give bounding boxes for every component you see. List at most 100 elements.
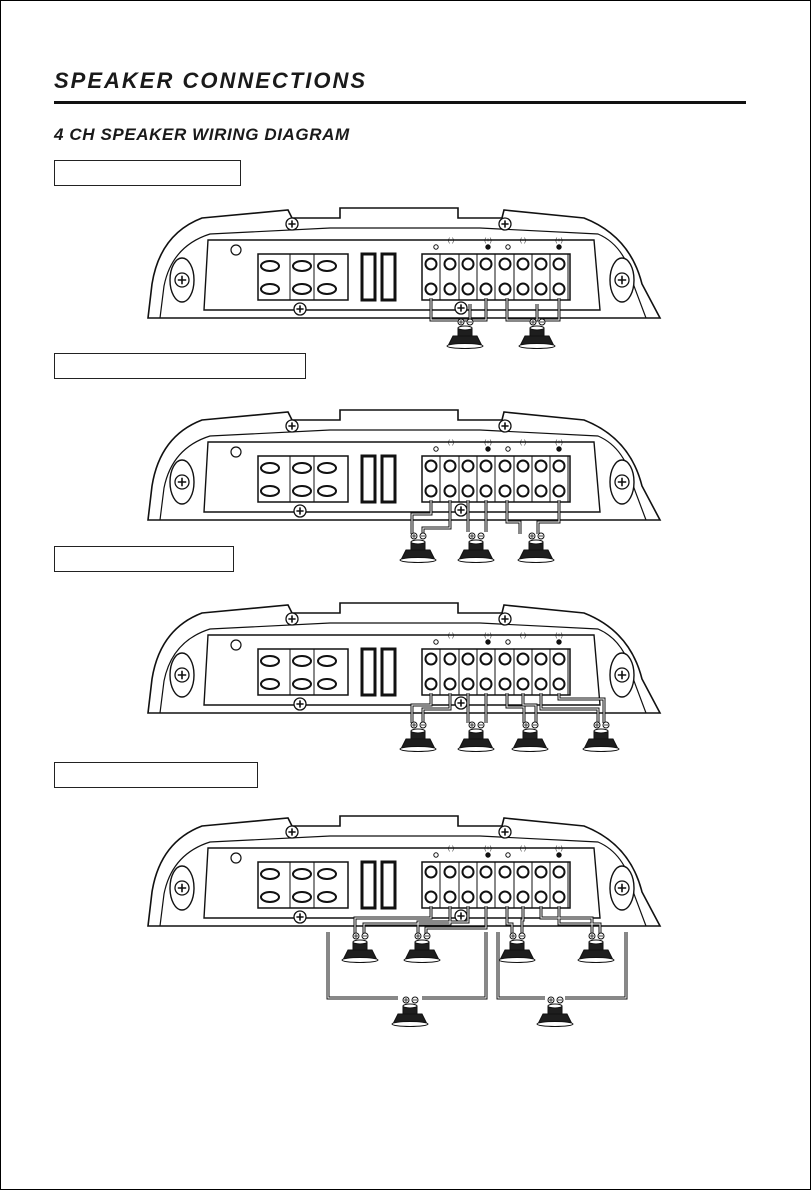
polarity-dot xyxy=(433,639,439,645)
plus-sign xyxy=(354,934,358,938)
plus-sign xyxy=(412,534,416,538)
terminal-polarity-label: (+) xyxy=(555,633,563,639)
speaker-terminal-screw xyxy=(479,282,493,296)
speaker-icon xyxy=(536,996,574,1027)
polarity-dot xyxy=(485,446,491,452)
power-terminal-screw xyxy=(292,655,312,667)
speaker-icon xyxy=(511,721,549,752)
power-terminal-screw xyxy=(317,462,337,474)
speaker-terminal-screw xyxy=(461,484,475,498)
speaker-terminal-screw xyxy=(424,459,438,473)
wiring-diagram-4: (-)(+)(-)(+) xyxy=(140,808,680,1043)
terminal-polarity-label: (+) xyxy=(555,846,563,852)
speaker-icon xyxy=(341,932,379,963)
fuse-icon xyxy=(380,252,397,302)
terminal-polarity-label: (-) xyxy=(520,238,526,244)
polarity-dot xyxy=(556,639,562,645)
speaker-terminal-screw xyxy=(443,652,457,666)
speaker-magnet-top xyxy=(410,728,426,734)
polarity-dot xyxy=(485,639,491,645)
mode-label-box-4 xyxy=(54,762,258,788)
speaker-magnet-top xyxy=(468,728,484,734)
terminal-polarity-label: (+) xyxy=(484,238,492,244)
speaker-wire-core xyxy=(422,932,487,999)
polarity-dot xyxy=(505,639,511,645)
speaker-terminal-block xyxy=(421,648,571,696)
screw-cross xyxy=(501,615,509,623)
screw-cross xyxy=(457,699,465,707)
speaker-terminal-screw xyxy=(552,257,566,271)
power-terminal-screw xyxy=(292,260,312,272)
speaker-wire-core xyxy=(363,906,451,934)
wiring-diagram-subtitle: 4 CH SPEAKER WIRING DIAGRAM xyxy=(54,125,350,144)
screw-cross xyxy=(457,506,465,514)
speaker-terminal-screw xyxy=(443,865,457,879)
speaker-wire-core xyxy=(430,298,471,321)
speaker-icon xyxy=(446,318,484,349)
speaker-terminal-screw xyxy=(498,652,512,666)
speaker-wire-core xyxy=(506,906,513,934)
speaker-wire-core xyxy=(558,906,601,934)
fuse-icon xyxy=(360,860,377,910)
speaker-icon xyxy=(498,932,536,963)
terminal-polarity-label: (+) xyxy=(555,440,563,446)
speaker-icon xyxy=(582,721,620,752)
plus-sign xyxy=(459,320,463,324)
terminal-polarity-label: (-) xyxy=(448,633,454,639)
terminal-polarity-label: (+) xyxy=(484,440,492,446)
speaker-terminal-screw xyxy=(479,677,493,691)
polarity-dot xyxy=(433,446,439,452)
speaker-wire-core xyxy=(506,298,538,321)
polarity-dot xyxy=(556,244,562,250)
speaker-magnet-top xyxy=(593,728,609,734)
plus-sign xyxy=(404,998,408,1002)
speaker-rim xyxy=(391,1021,429,1027)
fuse-icon xyxy=(360,454,377,504)
speaker-wire-core xyxy=(354,906,432,934)
power-terminal-screw xyxy=(292,868,312,880)
page-title: SPEAKER CONNECTIONS xyxy=(54,68,368,93)
plus-sign xyxy=(549,998,553,1002)
speaker-terminal-block xyxy=(421,455,571,503)
screw-cross xyxy=(288,422,296,430)
speaker-icon xyxy=(399,532,437,563)
power-terminal-screw xyxy=(317,655,337,667)
speaker-rim xyxy=(517,557,555,563)
speaker-wire-core xyxy=(506,693,525,723)
plus-sign xyxy=(595,723,599,727)
speaker-terminal-screw xyxy=(424,890,438,904)
power-terminal-screw xyxy=(260,485,280,497)
speaker-terminal-screw xyxy=(443,257,457,271)
power-terminal-screw xyxy=(317,678,337,690)
speaker-magnet-top xyxy=(529,325,545,331)
power-led-icon xyxy=(230,639,242,651)
speaker-rim xyxy=(536,1021,574,1027)
speaker-terminal-screw xyxy=(443,484,457,498)
screw-cross xyxy=(177,275,187,285)
terminal-polarity-label: (-) xyxy=(520,846,526,852)
screw-cross xyxy=(617,670,627,680)
speaker-terminal-screw xyxy=(424,677,438,691)
speaker-terminal-screw xyxy=(534,890,548,904)
speaker-terminal-screw xyxy=(552,677,566,691)
fuse-icon xyxy=(360,252,377,302)
speaker-terminal-screw xyxy=(461,677,475,691)
speaker-magnet-top xyxy=(414,939,430,945)
speaker-wire-core xyxy=(506,500,521,534)
speaker-wire-core xyxy=(411,693,432,723)
speaker-terminal-screw xyxy=(424,282,438,296)
power-terminal-screw xyxy=(292,891,312,903)
speaker-wire-core xyxy=(565,932,627,999)
polarity-dot xyxy=(485,852,491,858)
speaker-wire-core xyxy=(422,500,451,534)
speaker-terminal-screw xyxy=(424,257,438,271)
speaker-terminal-screw xyxy=(498,282,512,296)
wiring-diagram-2: (-)(+)(-)(+) xyxy=(140,402,680,572)
speaker-wire-core xyxy=(540,693,599,723)
speaker-terminal-screw xyxy=(552,282,566,296)
speaker-magnet-top xyxy=(528,539,544,545)
speaker-wire-core xyxy=(422,693,451,723)
polarity-dot xyxy=(505,244,511,250)
speaker-terminal-screw xyxy=(479,459,493,473)
speaker-wire-core xyxy=(558,693,605,723)
